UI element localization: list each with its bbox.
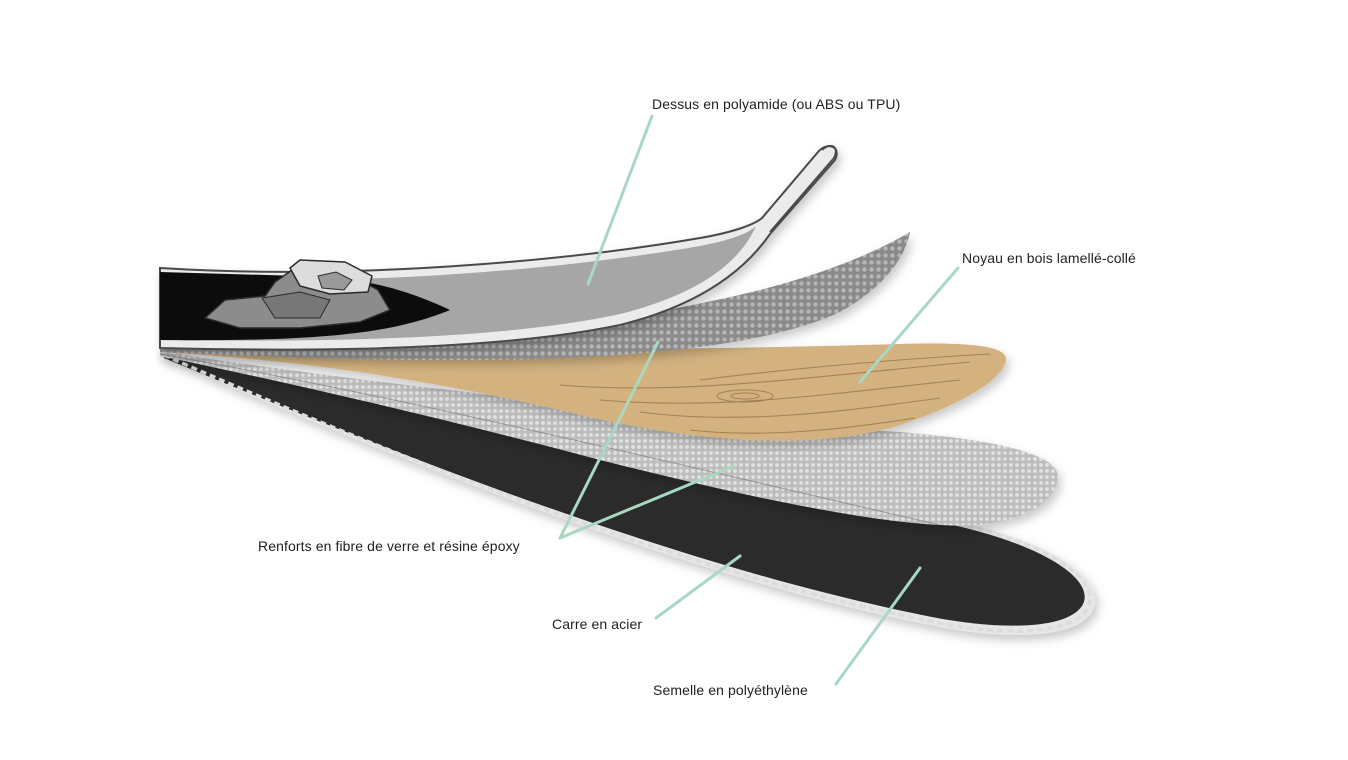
label-core: Noyau en bois lamellé-collé	[962, 250, 1136, 266]
binding-icon	[203, 259, 392, 329]
leader-topsheet	[586, 114, 654, 286]
base-fill	[164, 354, 1085, 626]
topsheet-layer	[159, 144, 838, 351]
leader-edge	[654, 554, 742, 620]
upper-reinforcement-layer	[160, 232, 910, 360]
leader-reinforcement-a	[558, 340, 660, 540]
label-base: Semelle en polyéthylène	[653, 682, 808, 698]
wood-core-layer	[160, 343, 1007, 441]
leader-reinforcement-b	[558, 464, 736, 540]
leader-lines	[558, 114, 960, 686]
leader-base	[834, 566, 922, 686]
tip-loop-icon	[769, 144, 837, 233]
label-edge: Carre en acier	[552, 616, 643, 632]
leader-core	[858, 266, 960, 384]
label-topsheet: Dessus en polyamide (ou ABS ou TPU)	[652, 96, 901, 112]
label-reinforcement: Renforts en fibre de verre et résine épo…	[258, 538, 520, 554]
